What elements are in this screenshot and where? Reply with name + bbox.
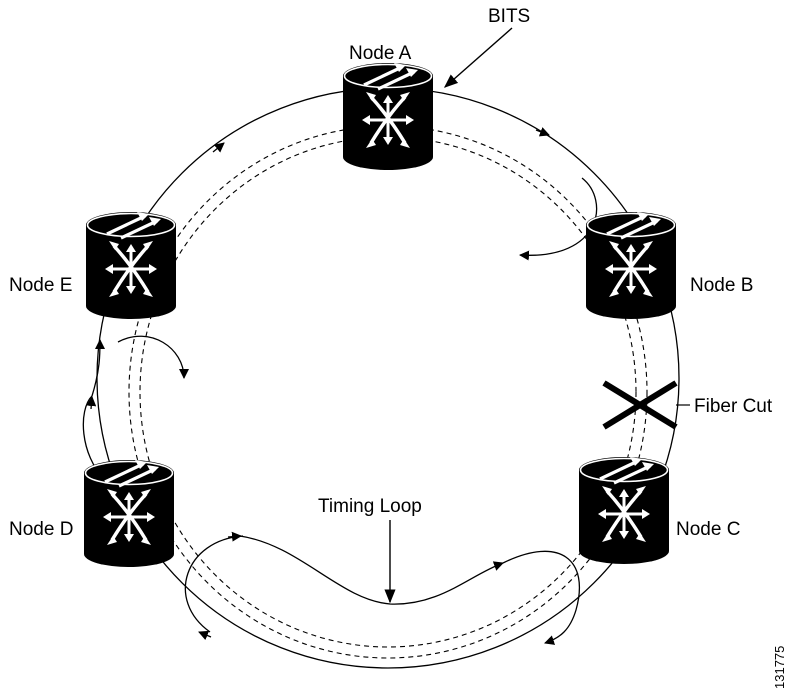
node-e-label: Node E <box>9 275 73 296</box>
ring-arrow-a-b <box>535 127 550 137</box>
timing-loop-right-arc <box>502 550 581 645</box>
timing-loop-label: Timing Loop <box>318 496 422 517</box>
node-a-switch-icon <box>341 61 435 172</box>
inner-ring-dashed-inner <box>139 136 637 648</box>
fiber-cut-label: Fiber Cut <box>694 396 773 417</box>
ring-arrow-d-e <box>86 396 97 410</box>
node-a-label: Node A <box>349 43 412 64</box>
node-e-switch-icon <box>84 210 178 321</box>
timing-loop-upper-curve <box>239 535 504 605</box>
bits-label: BITS <box>488 6 531 27</box>
ring-direction-arrows <box>86 127 550 641</box>
ring-arrow-c-d <box>198 630 212 641</box>
node-b-switch-icon <box>584 210 678 321</box>
node-d-to-e-arrow <box>82 339 106 481</box>
node-b-label: Node B <box>690 275 754 296</box>
timing-loop-left-arc <box>184 535 244 633</box>
node-e-turnaround-arrow <box>117 335 189 379</box>
node-b-turnaround-arrow <box>519 177 598 261</box>
node-d-switch-icon <box>82 458 176 569</box>
ring-arrow-e-a <box>212 142 225 153</box>
node-d-label: Node D <box>9 519 74 540</box>
node-c-switch-icon <box>577 455 671 566</box>
inner-ring-dashed-outer <box>128 125 648 659</box>
node-c-label: Node C <box>676 519 741 540</box>
figure-number: 131775 <box>772 645 787 689</box>
bits-arrow <box>443 27 513 88</box>
fiber-cut-x-icon <box>602 380 678 430</box>
timing-loop-arrow-start <box>227 531 242 542</box>
